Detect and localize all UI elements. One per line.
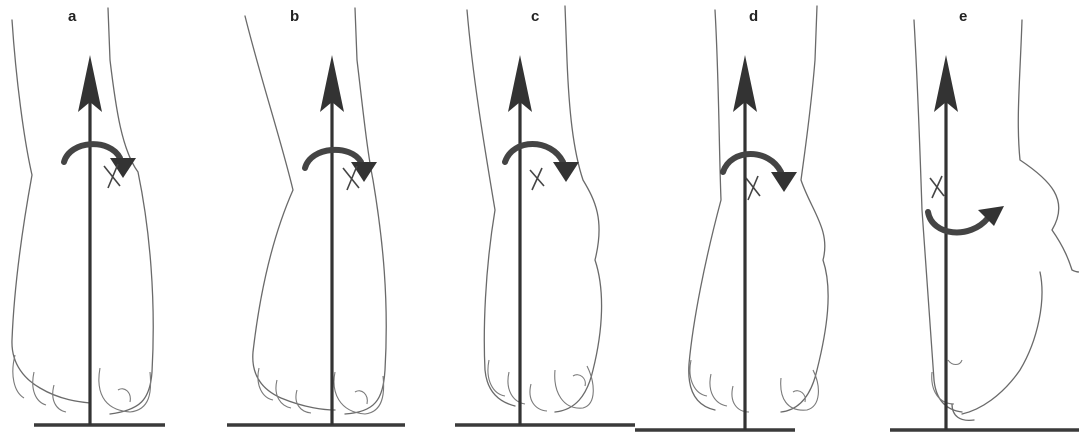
- panel-b: b: [215, 0, 425, 434]
- foot-illustration: [0, 0, 190, 434]
- panel-e: e: [870, 0, 1079, 434]
- foot-illustration: [635, 0, 850, 434]
- foot-illustration: [215, 0, 425, 434]
- panel-a: a: [0, 0, 190, 434]
- foot-illustration: [455, 0, 635, 434]
- foot-illustration: [870, 0, 1079, 434]
- panel-c: c: [455, 0, 635, 434]
- panel-d: d: [635, 0, 850, 434]
